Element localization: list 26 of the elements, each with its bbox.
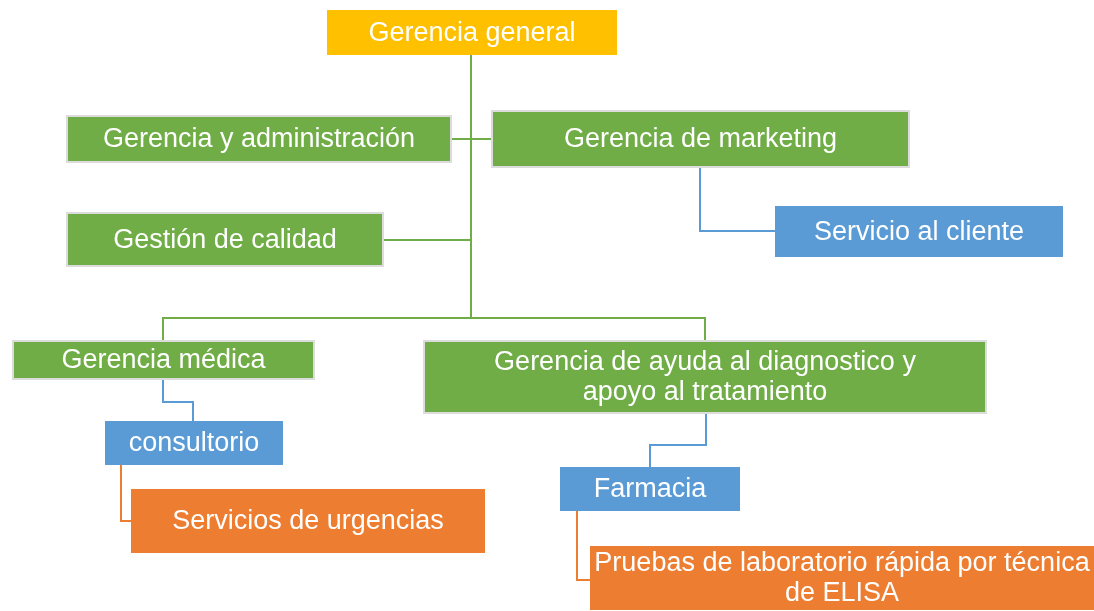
department-box [491,110,910,168]
department-box [66,115,452,163]
department-box [66,212,384,267]
node-label: Pruebas de laboratorio rápida por técnica de ELISA [593,548,1091,608]
connector-line [649,413,707,468]
top-role-box [327,10,617,55]
connector-line [699,167,776,232]
node-label: Servicios de urgencias [172,506,444,536]
node-label: Gestión de calidad [113,224,337,255]
unit-box [775,206,1063,257]
department-box [12,340,315,380]
node-label: Gerencia de ayuda al diagnostico y apoyo al tratamiento [493,347,917,407]
node-label: Farmacia [593,474,707,504]
department-box [423,340,987,414]
unit-box [105,421,283,465]
node-label: Gerencia de marketing [563,124,838,154]
node-label: Gerencia médica [61,345,266,375]
connector-line [162,379,194,422]
node-label: Gerencia y administración [102,124,416,154]
service-box [131,489,485,553]
node-label: Gerencia general [368,17,576,48]
node-label: Servicio al cliente [813,216,1025,247]
connector-line [576,510,591,581]
connector-line [120,464,132,522]
unit-box [560,467,740,511]
node-label: consultorio [128,428,260,458]
